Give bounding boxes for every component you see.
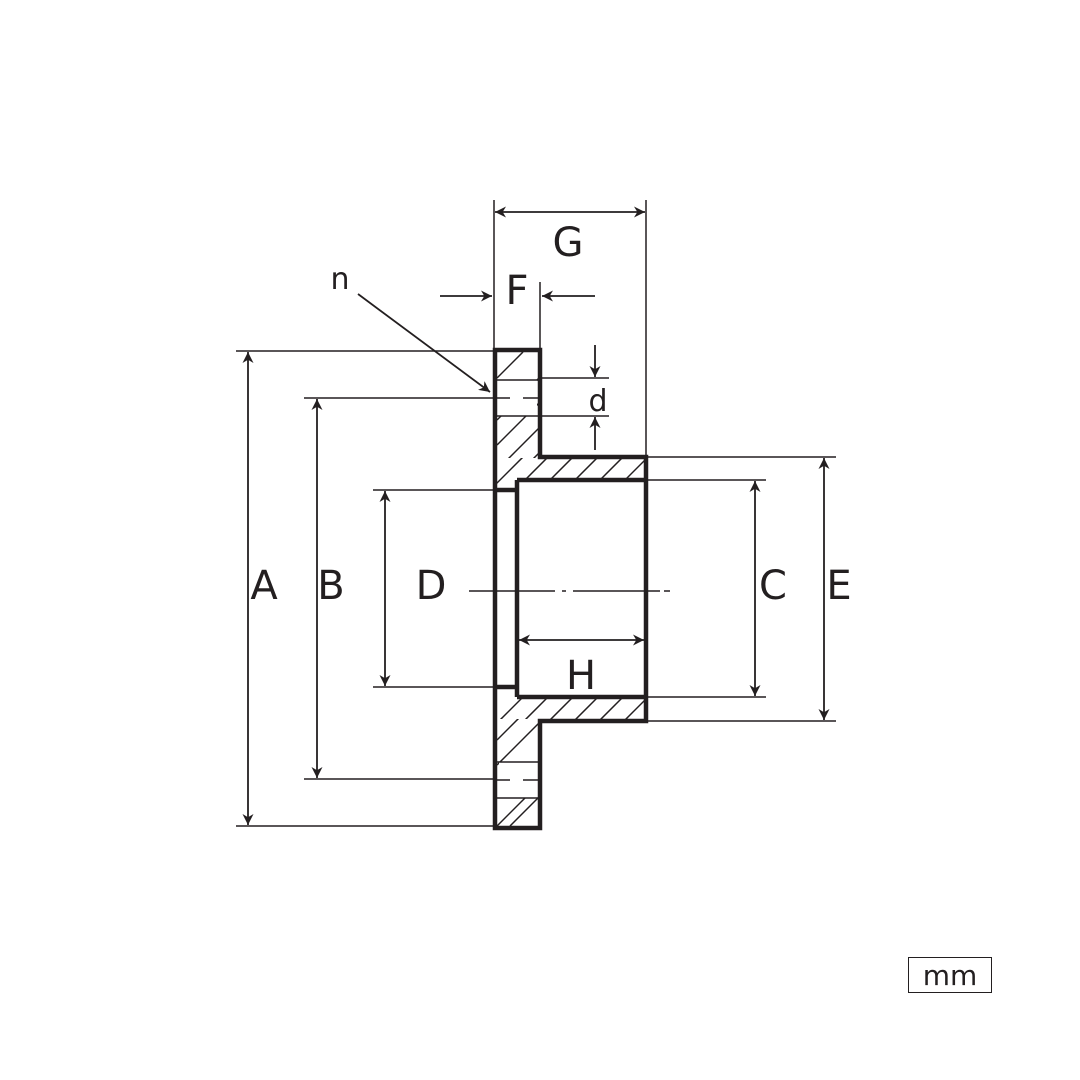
label-b: B — [317, 563, 344, 609]
label-h: H — [566, 653, 596, 699]
label-n: n — [330, 262, 349, 297]
label-d: D — [416, 563, 447, 609]
label-f: F — [505, 268, 528, 314]
leader-n — [357, 293, 491, 393]
dimension-lines — [242, 206, 830, 825]
unit-label: mm — [908, 957, 992, 993]
label-c: C — [759, 563, 787, 609]
label-hole-d: d — [588, 384, 607, 419]
part-outline — [492, 347, 649, 831]
extension-lines — [236, 200, 836, 827]
centerlines — [469, 397, 670, 781]
label-e: E — [826, 563, 851, 609]
label-a: A — [250, 563, 278, 609]
label-g: G — [553, 220, 584, 266]
